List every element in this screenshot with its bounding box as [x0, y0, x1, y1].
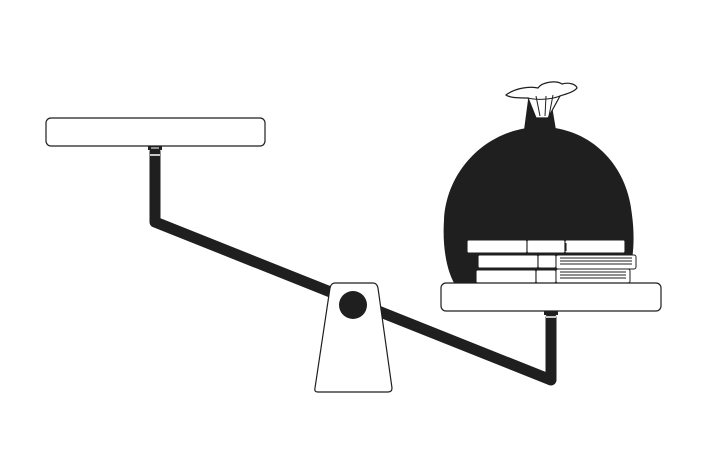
right-tray — [440, 282, 662, 315]
fulcrum-stand — [314, 282, 393, 393]
left-tray — [45, 117, 266, 150]
pivot-icon — [339, 291, 367, 319]
cash-stack-icon — [466, 239, 626, 284]
coin-stack-icon — [555, 254, 637, 284]
